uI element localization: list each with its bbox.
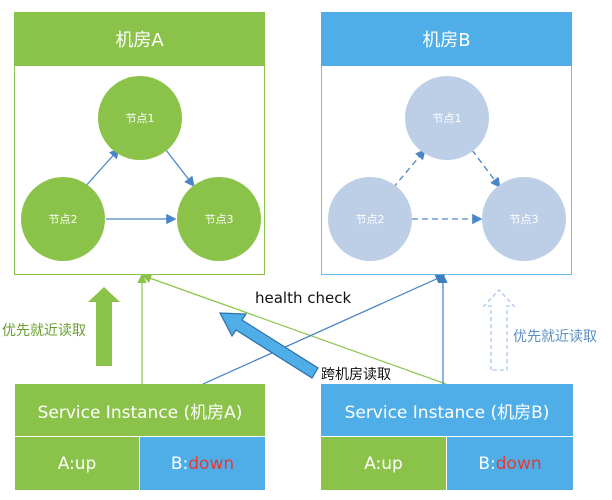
prefer-local-label-left: 优先就近读取 <box>2 323 86 339</box>
service-b-status-a: A:up <box>321 437 446 490</box>
cross-dc-read-label: 跨机房读取 <box>321 367 391 383</box>
cross-dc-arrow <box>218 312 319 379</box>
a-node-1: 节点1 <box>98 76 182 160</box>
service-b-status-b: B:down <box>447 437 573 490</box>
b-arrow-1-to-3 <box>471 149 501 189</box>
service-b-status-b-prefix: B: <box>478 453 496 474</box>
service-a-status-b-value: down <box>188 453 235 474</box>
b-node-1: 节点1 <box>405 76 489 160</box>
service-instance-a-title: Service Instance (机房A) <box>37 402 243 423</box>
a-arrow-2-to-1 <box>83 148 120 189</box>
service-instance-b: Service Instance (机房B) A:up B:down <box>321 384 573 490</box>
datacenter-b-title: 机房B <box>422 30 471 51</box>
datacenter-a-header: 机房A <box>14 12 265 66</box>
service-a-status-b-prefix: B: <box>170 453 189 474</box>
b-arrow-2-to-1 <box>392 149 426 189</box>
prefer-local-arrow-a <box>88 287 120 366</box>
service-instance-a: Service Instance (机房A) A:up B:down <box>15 384 265 490</box>
service-a-status-a-label: A:up <box>57 453 97 474</box>
b-node-1-label: 节点1 <box>432 112 462 125</box>
service-instance-b-header: Service Instance (机房B) <box>321 384 573 436</box>
datacenter-a-title: 机房A <box>115 30 164 51</box>
datacenter-b-header: 机房B <box>321 12 572 66</box>
service-a-status-b: B:down <box>140 437 265 490</box>
b-node-3: 节点3 <box>482 177 566 261</box>
a-node-2: 节点2 <box>21 177 105 261</box>
service-instance-a-header: Service Instance (机房A) <box>15 384 265 436</box>
health-line-b-to-a <box>141 273 447 385</box>
a-node-1-label: 节点1 <box>125 112 155 125</box>
a-node-3-label: 节点3 <box>204 213 234 226</box>
service-b-status-a-label: A:up <box>364 453 403 474</box>
health-line-a-to-b <box>202 274 446 385</box>
prefer-local-label-right: 优先就近读取 <box>513 329 597 345</box>
service-instance-b-title: Service Instance (机房B) <box>344 402 550 423</box>
b-node-2: 节点2 <box>328 177 412 261</box>
b-node-2-label: 节点2 <box>355 213 385 226</box>
b-node-3-label: 节点3 <box>509 213 539 226</box>
prefer-local-arrow-b <box>482 289 516 371</box>
a-node-3: 节点3 <box>177 177 261 261</box>
a-arrow-1-to-3 <box>165 149 195 188</box>
health-check-label: health check <box>255 289 352 307</box>
service-b-status-b-value: down <box>495 453 542 474</box>
service-a-status-a: A:up <box>15 437 139 490</box>
a-node-2-label: 节点2 <box>48 213 78 226</box>
